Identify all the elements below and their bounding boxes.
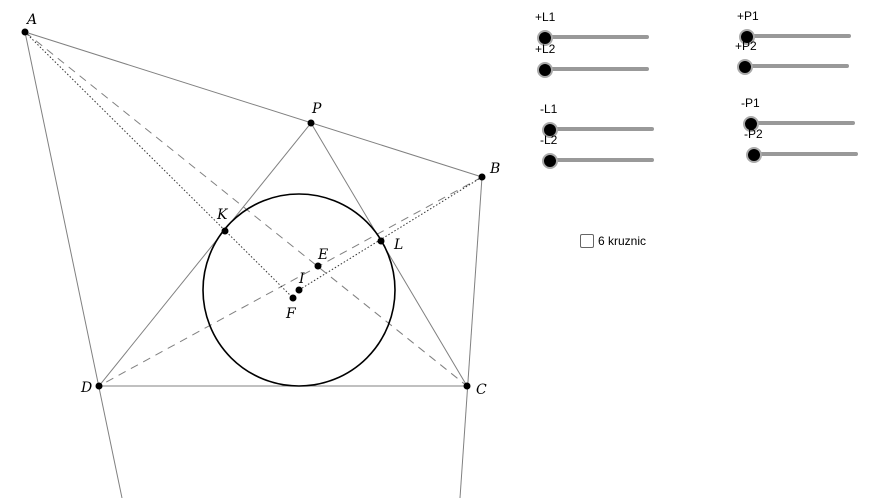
slider-knob[interactable] bbox=[743, 116, 759, 132]
label-p: P bbox=[311, 101, 322, 117]
slider-knob[interactable] bbox=[746, 147, 762, 163]
point-b[interactable] bbox=[478, 173, 486, 181]
slider-track[interactable] bbox=[550, 127, 654, 131]
point-a[interactable] bbox=[21, 28, 29, 36]
point-f bbox=[289, 294, 297, 302]
label-d: D bbox=[80, 380, 92, 396]
slider-knob[interactable] bbox=[537, 30, 553, 46]
slider-knob[interactable] bbox=[737, 59, 753, 75]
slider-label: -L1 bbox=[540, 102, 558, 116]
line-ab bbox=[24, 31, 483, 178]
slider-label: -L2 bbox=[540, 133, 558, 147]
label-k: K bbox=[216, 207, 229, 223]
slider-label: +P2 bbox=[735, 39, 757, 53]
label-f: F bbox=[285, 306, 297, 322]
line-b-down bbox=[459, 176, 483, 498]
slider-minus-l2[interactable]: -L2 bbox=[540, 133, 654, 169]
point-p[interactable] bbox=[307, 119, 315, 127]
label-c: C bbox=[476, 382, 487, 398]
line-af-dotted bbox=[24, 31, 294, 299]
label-i: I bbox=[298, 271, 305, 287]
slider-knob[interactable] bbox=[537, 62, 553, 78]
slider-label: +L1 bbox=[535, 10, 556, 24]
slider-plus-l1[interactable]: +L1 bbox=[535, 10, 649, 46]
slider-label: +L2 bbox=[535, 42, 556, 56]
point-i bbox=[295, 286, 303, 294]
slider-track[interactable] bbox=[545, 35, 649, 39]
slider-label: -P2 bbox=[744, 127, 763, 141]
checkbox-box[interactable] bbox=[580, 234, 594, 248]
slider-plus-p2[interactable]: +P2 bbox=[735, 39, 849, 75]
line-bd-dashed bbox=[98, 176, 483, 387]
line-a-down bbox=[24, 31, 123, 498]
slider-track[interactable] bbox=[754, 152, 858, 156]
slider-track[interactable] bbox=[545, 67, 649, 71]
checkbox-label: 6 kruznic bbox=[598, 234, 647, 248]
slider-label: +P1 bbox=[737, 9, 759, 23]
slider-minus-p1[interactable]: -P1 bbox=[741, 96, 855, 132]
slider-plus-p1[interactable]: +P1 bbox=[737, 9, 851, 45]
slider-track[interactable] bbox=[751, 121, 855, 125]
point-d[interactable] bbox=[95, 382, 103, 390]
slider-knob[interactable] bbox=[542, 153, 558, 169]
point-k bbox=[221, 227, 229, 235]
label-a: A bbox=[25, 12, 37, 28]
point-l bbox=[377, 237, 385, 245]
slider-knob[interactable] bbox=[739, 29, 755, 45]
slider-minus-p2[interactable]: -P2 bbox=[744, 127, 858, 163]
slider-label: -P1 bbox=[741, 96, 760, 110]
six-circles-checkbox[interactable]: 6 kruznic bbox=[580, 234, 646, 248]
label-l: L bbox=[393, 237, 403, 253]
line-pd bbox=[98, 122, 312, 387]
slider-minus-l1[interactable]: -L1 bbox=[540, 102, 654, 138]
point-c[interactable] bbox=[463, 382, 471, 390]
slider-track[interactable] bbox=[747, 34, 851, 38]
incircle bbox=[202, 193, 396, 387]
slider-knob[interactable] bbox=[542, 122, 558, 138]
slider-track[interactable] bbox=[550, 158, 654, 162]
line-bi-dotted bbox=[298, 176, 483, 291]
slider-plus-l2[interactable]: +L2 bbox=[535, 42, 649, 78]
point-e bbox=[314, 262, 322, 270]
label-b: B bbox=[489, 161, 500, 177]
slider-track[interactable] bbox=[745, 64, 849, 68]
label-e: E bbox=[317, 247, 328, 263]
